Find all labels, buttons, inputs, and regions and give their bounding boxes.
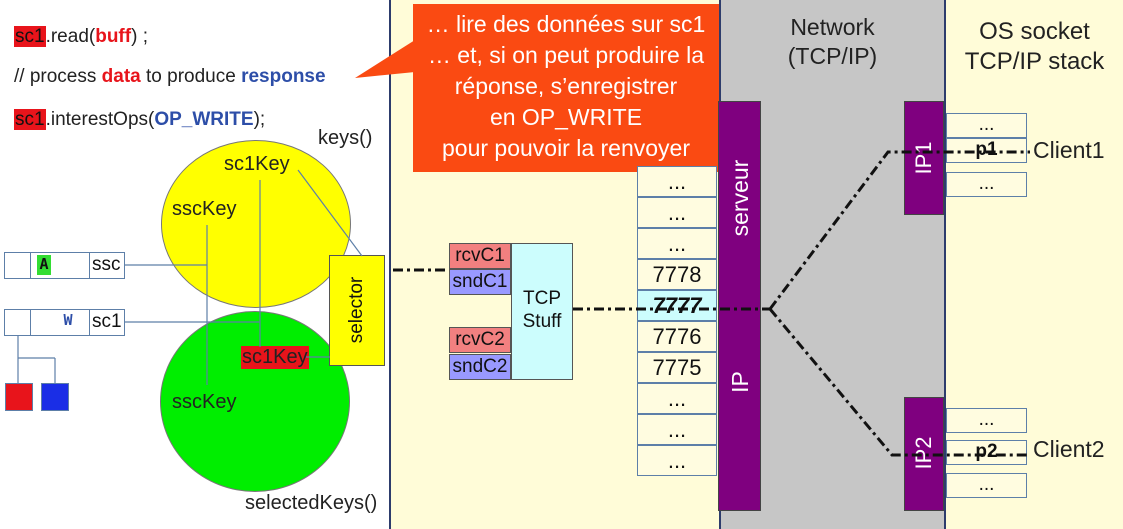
port-row-10: ... xyxy=(637,445,717,476)
callout-text: … lire des données sur sc1 … et, si on p… xyxy=(404,9,728,164)
sc1-channel-box: W sc1 xyxy=(4,309,125,336)
ssc-accept-flag: A xyxy=(37,255,51,275)
network-title-line1: Network xyxy=(790,14,875,40)
callout-line-5: pour pouvoir la renvoyer xyxy=(441,135,691,161)
ssc-channel-name: ssc xyxy=(92,254,121,275)
port-row-7: 7775 xyxy=(637,352,717,383)
green-ssckey-label: sscKey xyxy=(172,391,237,413)
selector-box xyxy=(329,255,385,366)
client1-ip-label: IP1 xyxy=(911,141,936,175)
network-title-line2: (TCP/IP) xyxy=(787,43,878,69)
port-row-3: ... xyxy=(637,228,717,259)
yellow-sc1key-label: sc1Key xyxy=(224,153,290,175)
port-row-5: 7777 xyxy=(637,290,717,321)
client1-name: Client1 xyxy=(1033,137,1105,163)
code-response-word: response xyxy=(241,66,326,87)
selector-label: selector xyxy=(346,276,367,344)
port-row-8: ... xyxy=(637,383,717,414)
os-stack-title: OS socket TCP/IP stack xyxy=(946,17,1123,77)
sc1-write-flag: W xyxy=(63,311,73,329)
code-line-interestops: sc1.interestOps(OP_WRITE); xyxy=(14,109,265,131)
client2-ip-label: IP2 xyxy=(911,436,936,470)
keys-label: keys() xyxy=(318,127,373,149)
client2-port-2: p2 xyxy=(946,440,1027,465)
callout-bubble xyxy=(413,4,719,172)
server-ip-label: IP xyxy=(727,371,753,393)
ssc-channel-box: A ssc xyxy=(4,252,125,279)
rcvc1-buffer: rcvC1 xyxy=(449,243,511,269)
server-label: serveur xyxy=(727,159,753,237)
client1-port-2: p1 xyxy=(946,138,1027,163)
port-row-1: ... xyxy=(637,166,717,197)
selected-keys-set-circle xyxy=(160,311,350,492)
code-var-sc1-2: sc1 xyxy=(14,109,46,130)
tcp-stuff-box xyxy=(511,243,573,380)
sc1-channel-name: sc1 xyxy=(92,311,122,332)
callout-line-4: en OP_WRITE xyxy=(489,104,643,130)
code-line-read: sc1.read(buff) ; xyxy=(14,26,148,48)
code-read-method: .read( xyxy=(45,26,96,47)
network-title: Network (TCP/IP) xyxy=(720,13,945,71)
callout-line-2: … et, si on peut produire la xyxy=(427,42,705,68)
code-var-sc1: sc1 xyxy=(14,26,46,47)
tcp-stuff-line2: Stuff xyxy=(522,311,562,332)
port-row-6: 7776 xyxy=(637,321,717,352)
client1-port-1: ... xyxy=(946,113,1027,138)
os-stack-title-line2: TCP/IP stack xyxy=(964,48,1105,75)
callout-line-1: … lire des données sur sc1 xyxy=(426,11,706,37)
divider-left xyxy=(389,0,391,529)
yellow-ssckey-label: sscKey xyxy=(172,198,237,220)
client2-port-3: ... xyxy=(946,473,1027,498)
selected-keys-label: selectedKeys() xyxy=(245,492,378,514)
code-buff-arg: buff xyxy=(95,26,132,47)
tcp-stuff-label: TCP Stuff xyxy=(511,287,573,333)
code-interestops-end: ); xyxy=(253,109,266,130)
code-op-write-arg: OP_WRITE xyxy=(154,109,254,130)
blue-buffer-square xyxy=(41,383,69,411)
tcp-stuff-line1: TCP xyxy=(523,288,561,309)
code-data-word: data xyxy=(101,66,141,87)
rcvc2-buffer: rcvC2 xyxy=(449,327,511,353)
client1-port-3: ... xyxy=(946,172,1027,197)
red-buffer-square xyxy=(5,383,33,411)
ssc-divider-1 xyxy=(30,253,31,278)
sndc2-buffer: sndC2 xyxy=(449,354,511,380)
server-bar xyxy=(718,101,761,511)
os-stack-title-line1: OS socket xyxy=(979,18,1090,45)
code-comment-prefix: // process xyxy=(14,66,102,87)
callout-pointer xyxy=(355,40,415,78)
code-comment-middle: to produce xyxy=(140,66,242,87)
callout-line-3: réponse, s’enregistrer xyxy=(454,73,678,99)
sc1-divider-2 xyxy=(89,310,90,335)
code-read-end: ) ; xyxy=(131,26,148,47)
client2-port-1: ... xyxy=(946,408,1027,433)
port-row-9: ... xyxy=(637,414,717,445)
client2-name: Client2 xyxy=(1033,436,1105,462)
code-interestops-method: .interestOps( xyxy=(45,109,155,130)
green-sc1key-label: sc1Key xyxy=(241,346,309,369)
sndc1-buffer: sndC1 xyxy=(449,269,511,295)
port-row-2: ... xyxy=(637,197,717,228)
code-line-process: // process data to produce response xyxy=(14,66,326,88)
sc1-divider-1 xyxy=(30,310,31,335)
port-row-4: 7778 xyxy=(637,259,717,290)
ssc-divider-2 xyxy=(89,253,90,278)
